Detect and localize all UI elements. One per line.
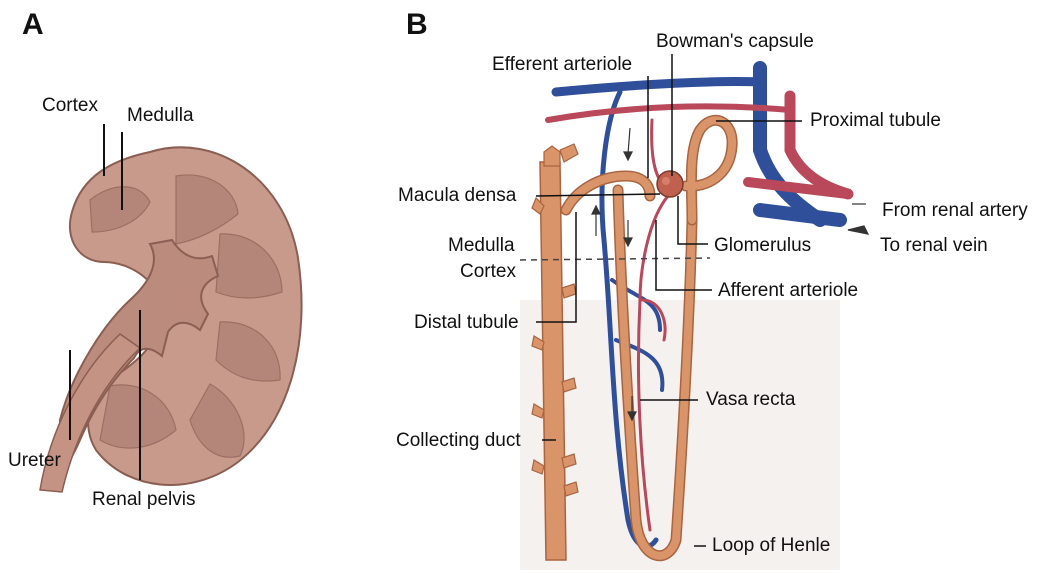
label-proximal-tubule: Proximal tubule xyxy=(810,110,941,131)
glomerulus-shape xyxy=(657,171,683,197)
label-ureter: Ureter xyxy=(8,450,61,471)
label-loop-of-henle: Loop of Henle xyxy=(712,535,830,556)
label-glomerulus: Glomerulus xyxy=(714,235,811,256)
label-collecting-duct: Collecting duct xyxy=(396,430,521,451)
label-vasa-recta: Vasa recta xyxy=(706,389,796,410)
label-macula-densa: Macula densa xyxy=(398,185,517,206)
panel-b: B xyxy=(396,8,1028,570)
label-afferent-arteriole: Afferent arteriole xyxy=(718,280,858,301)
label-from-renal-artery: From renal artery xyxy=(882,200,1028,221)
label-bowmans-capsule: Bowman's capsule xyxy=(656,31,814,52)
leader-afferent-arteriole xyxy=(656,220,712,290)
glomerulus-highlight xyxy=(662,177,670,185)
label-medulla-b: Medulla xyxy=(448,235,515,256)
label-distal-tubule: Distal tubule xyxy=(414,312,519,333)
panel-a-letter: A xyxy=(22,8,44,41)
label-cortex-b: Cortex xyxy=(460,261,516,282)
label-cortex-a: Cortex xyxy=(42,95,98,116)
panel-a: A Cortex Medulla Ureter Renal pelvis xyxy=(8,8,302,510)
label-renal-pelvis: Renal pelvis xyxy=(92,489,196,510)
label-medulla-a: Medulla xyxy=(127,105,194,126)
panel-b-letter: B xyxy=(406,8,428,41)
label-efferent-arteriole: Efferent arteriole xyxy=(492,54,632,75)
label-to-renal-vein: To renal vein xyxy=(880,235,988,256)
